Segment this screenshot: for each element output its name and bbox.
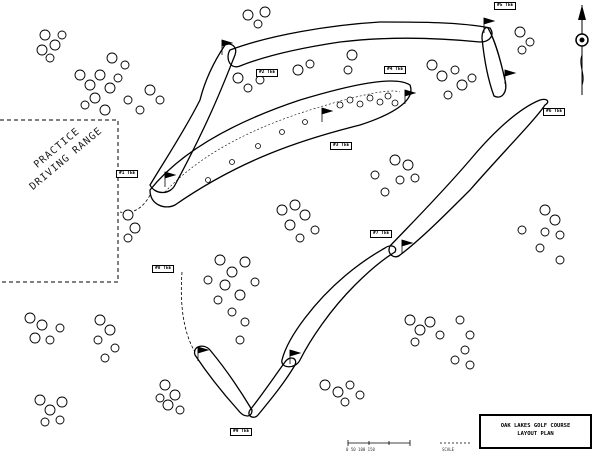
fairway-top (227, 21, 493, 68)
flag-icons (164, 17, 517, 364)
bunkers (205, 119, 308, 183)
fairway-long-diagonal (149, 80, 412, 208)
title-block: OAK LAKES GOLF COURSE LAYOUT PLAN (479, 414, 592, 449)
scale-bar-label: SCALE (442, 447, 455, 452)
driving-range-boundary (0, 119, 119, 283)
fairway-bottom-connector (248, 357, 297, 418)
cart-path-left (180, 271, 196, 353)
scale-bar-numbers: 0 50 100 150 (346, 447, 375, 452)
tee-label-9: #9 TEE (230, 428, 253, 436)
title-block-name: OAK LAKES GOLF COURSE (500, 423, 571, 429)
tee-label-5: #5 TEE (494, 2, 517, 10)
tree-clusters (24, 6, 565, 427)
fairway-bottom-left (193, 345, 253, 417)
scale-bar (347, 440, 470, 446)
tee-label-3: #3 TEE (330, 142, 353, 150)
cart-path-upper (119, 194, 151, 213)
fairway-top-right (481, 26, 507, 98)
north-arrow-icon (575, 5, 589, 95)
tee-label-8: #8 TEE (152, 265, 175, 273)
fairway-long-diagonal-inner (164, 90, 401, 193)
tee-label-4: #4 TEE (384, 66, 407, 74)
tee-label-6: #6 TEE (543, 108, 566, 116)
green-cluster-long-hole (336, 92, 399, 109)
tee-label-2: #2 TEE (256, 69, 279, 77)
fairway-upper-left (149, 43, 237, 194)
title-block-subtitle: LAYOUT PLAN (517, 431, 554, 437)
fairway-lower-middle (281, 245, 397, 368)
tee-label-7: #7 TEE (370, 230, 393, 238)
tee-label-1: #1 TEE (116, 170, 139, 178)
